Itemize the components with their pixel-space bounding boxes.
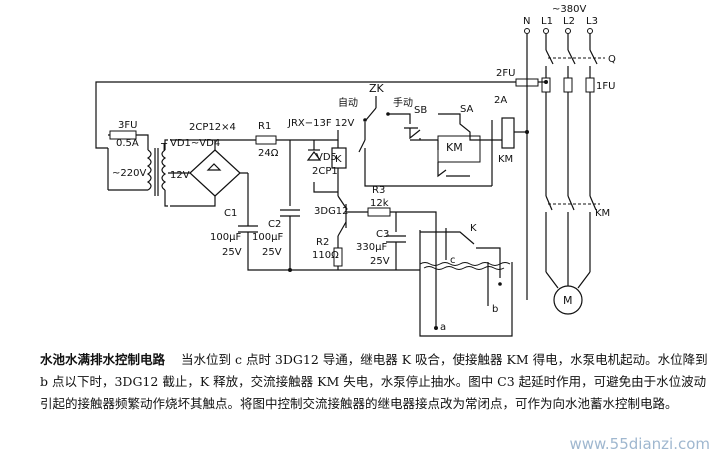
r1-label: R1 bbox=[258, 121, 271, 132]
figure-caption: 水池水满排水控制电路当水位到 c 点时 3DG12 导通，继电器 K 吸合，使接… bbox=[40, 349, 708, 415]
c1-label: C1 bbox=[224, 208, 237, 219]
km-coil-icon bbox=[501, 117, 515, 149]
supply-lines: ~380V N L1 L2 L3 Q 1FU 2FU 2A KM bbox=[95, 4, 616, 315]
km-main-label: KM bbox=[595, 208, 610, 219]
manual-label: 手动 bbox=[393, 96, 413, 109]
probe-b-label: b bbox=[492, 304, 498, 315]
c3-val: 330μF bbox=[356, 242, 387, 253]
probe-c-label: c bbox=[450, 255, 456, 266]
c3-v: 25V bbox=[370, 256, 390, 267]
ac220-label: ~220V bbox=[112, 168, 146, 179]
c2-v: 25V bbox=[262, 247, 282, 258]
c1-val: 100μF bbox=[210, 232, 241, 243]
dc-circuit: R1 24Ω JRX−13F 12V C1 100μF 25V C2 100μF… bbox=[210, 118, 502, 286]
circuit-diagram: ~380V N L1 L2 L3 Q 1FU 2FU 2A KM bbox=[95, 4, 616, 337]
n-label: N bbox=[523, 16, 530, 27]
k-contact-label: K bbox=[470, 223, 477, 234]
relay-model: JRX−13F 12V bbox=[287, 118, 355, 129]
c2-val: 100μF bbox=[252, 232, 283, 243]
caption-body: 当水位到 c 点时 3DG12 导通，继电器 K 吸合，使接触器 KM 得电，水… bbox=[40, 352, 708, 411]
relay-coil-icon bbox=[331, 147, 347, 169]
r1-val: 24Ω bbox=[258, 148, 279, 159]
relay-k-label: K bbox=[335, 154, 342, 165]
caption-title: 水池水满排水控制电路 bbox=[40, 352, 166, 367]
transistor-label: 3DG12 bbox=[314, 206, 349, 217]
watermark: www.55dianzi.com bbox=[569, 435, 710, 453]
vd5-model: 2CP1 bbox=[312, 166, 338, 177]
c3-label: C3 bbox=[376, 229, 389, 240]
l2-label: L2 bbox=[563, 16, 575, 27]
l1-label: L1 bbox=[541, 16, 553, 27]
km-aux-label: KM bbox=[498, 154, 513, 165]
bridge-label: 2CP12×4 bbox=[189, 122, 236, 133]
vd-label: VD1~VD4 bbox=[170, 138, 220, 149]
r2-val: 110Ω bbox=[312, 250, 339, 261]
vd5-label: VD5 bbox=[316, 152, 337, 163]
voltage-label: ~380V bbox=[552, 4, 586, 15]
r2-label: R2 bbox=[316, 237, 329, 248]
1fu-label: 1FU bbox=[596, 81, 615, 92]
km-coil-label: KM bbox=[446, 141, 463, 154]
probe-a-label: a bbox=[440, 322, 446, 333]
auto-label: 自动 bbox=[338, 96, 358, 109]
v12-label: 12V bbox=[170, 170, 190, 181]
3fu-label: 3FU bbox=[118, 120, 137, 131]
3fu-rating: 0.5A bbox=[116, 138, 139, 149]
r3-label: R3 bbox=[372, 185, 385, 196]
c1-v: 25V bbox=[222, 247, 242, 258]
q-label: Q bbox=[608, 54, 616, 65]
transformer-label: T bbox=[160, 142, 168, 153]
zk-label: ZK bbox=[369, 82, 385, 95]
2fu-rating: 2A bbox=[494, 95, 507, 106]
l3-label: L3 bbox=[586, 16, 598, 27]
sa-label: SA bbox=[460, 104, 474, 115]
power-supply: 3FU 0.5A ~220V T 12V 2CP12×4 VD1~VD4 bbox=[107, 120, 248, 207]
control-circuit: ZK 自动 手动 SB SA KM KM bbox=[338, 82, 529, 187]
motor-label: M bbox=[563, 294, 573, 307]
r3-val: 12k bbox=[370, 198, 389, 209]
water-tank: c b a bbox=[419, 228, 513, 337]
sb-label: SB bbox=[414, 105, 427, 116]
2fu-label: 2FU bbox=[496, 68, 515, 79]
c2-label: C2 bbox=[268, 219, 281, 230]
